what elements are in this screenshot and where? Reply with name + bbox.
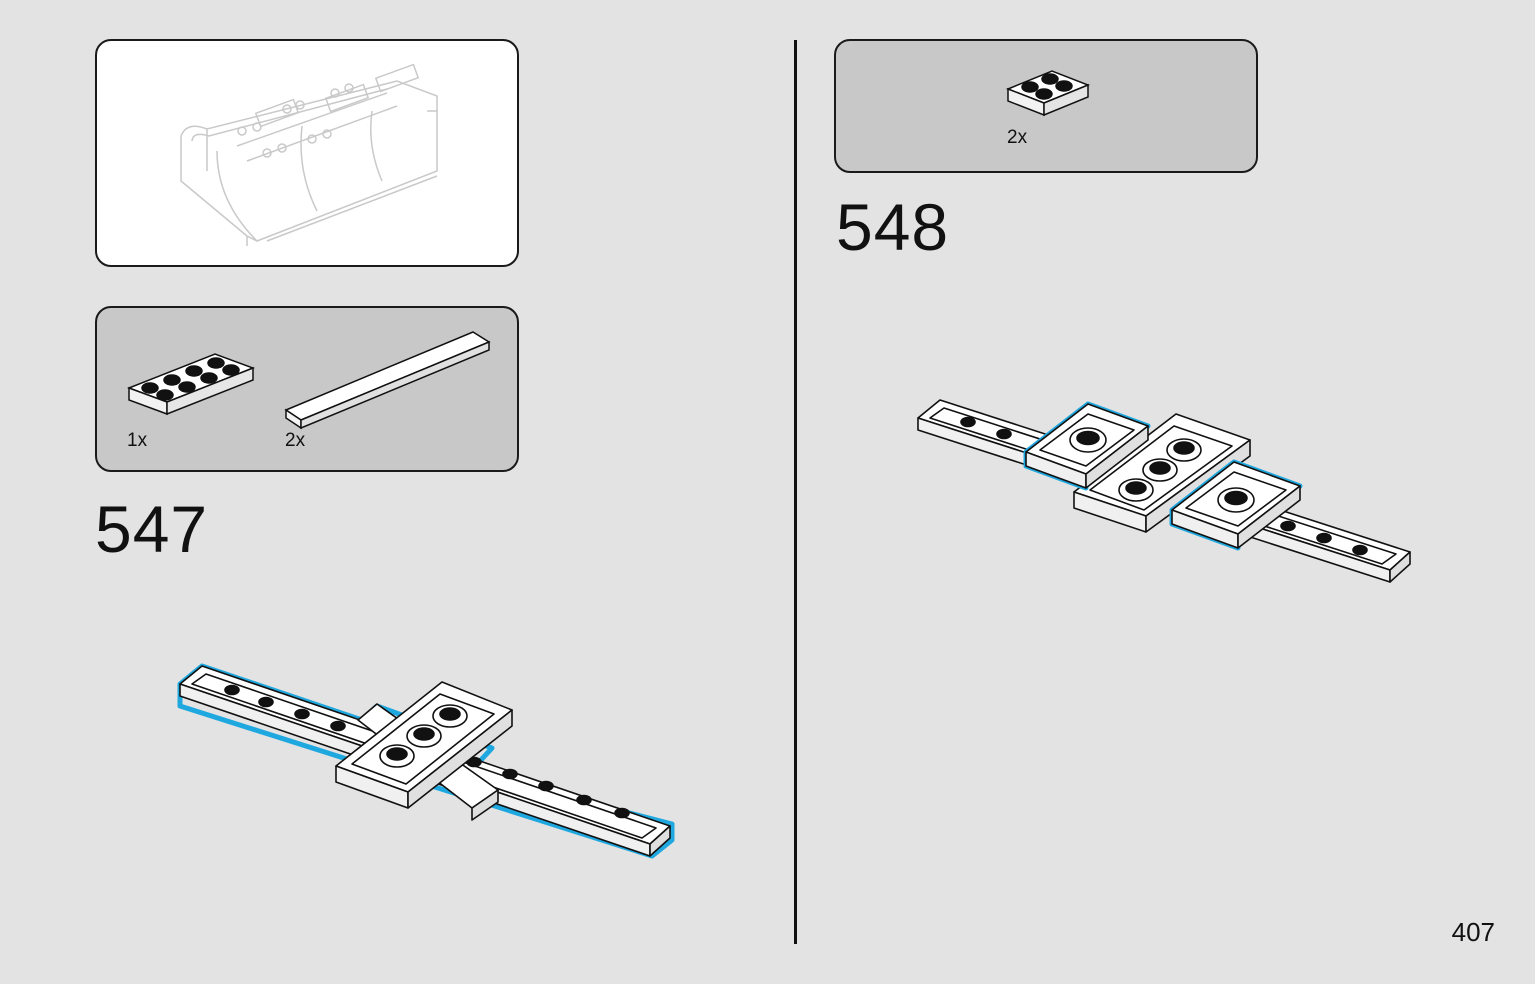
parts-list-547: 1x 2x — [95, 306, 519, 472]
plate-2x2-icon — [1005, 70, 1091, 117]
plate-2x4-icon — [126, 353, 256, 416]
parts-list-548: 2x — [834, 39, 1258, 173]
column-divider — [794, 40, 797, 944]
submodel-overview-box — [95, 39, 519, 267]
step-number-548: 548 — [836, 190, 950, 264]
part-quantity-plate-2x4: 1x — [127, 430, 148, 451]
tile-1x8-icon — [284, 331, 491, 430]
step-547-build-illustration — [177, 663, 675, 859]
step-548-build-illustration — [917, 399, 1411, 583]
page-number: 407 — [1451, 917, 1495, 947]
part-quantity-tile-1x8: 2x — [285, 430, 306, 451]
submodel-illustration — [180, 63, 438, 246]
part-quantity-plate-2x2: 2x — [1007, 127, 1028, 148]
step-number-547: 547 — [95, 492, 209, 566]
